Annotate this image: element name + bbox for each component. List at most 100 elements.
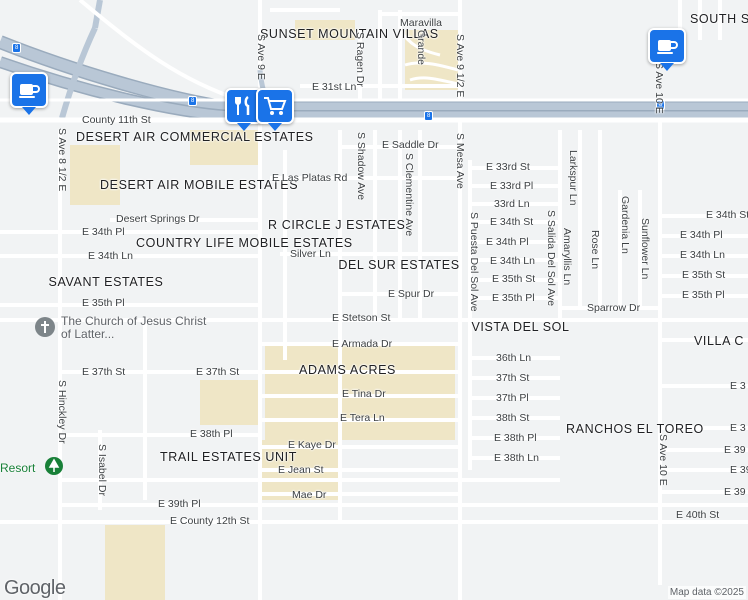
street-label-e-spur-dr: E Spur Dr [388, 288, 435, 300]
street-label-s-isabel-dr: S Isabel Dr [96, 444, 108, 496]
street-label-36th-ln: 36th Ln [496, 352, 532, 364]
interstate-8-shield: 8 [12, 43, 22, 53]
street-label-e-35th-pl-east: E 35th Pl [682, 289, 725, 301]
street-label-s-ave-8-12-e: S Ave 8 1/2 E [56, 128, 68, 192]
street-label-desert-springs-dr: Desert Springs Dr [116, 213, 200, 225]
street-label-e-jean-st: E Jean St [278, 464, 324, 476]
street-label-e-stetson-st: E Stetson St [332, 312, 391, 324]
neighborhood-sunset-mountain-villas: SUNSET MOUNTAIN VILLAS [260, 27, 439, 41]
neighborhood-trail-estates: TRAIL ESTATES UNIT [160, 450, 297, 464]
street-label-e-34th-st: E 34th St [490, 216, 534, 228]
neighborhood-desert-air-mobile: DESERT AIR MOBILE ESTATES [100, 178, 299, 192]
street-label-e-3-east-a: E 3 [730, 380, 746, 392]
street-label-38th-st: 38th St [496, 412, 530, 424]
street-label-maravilla: Maravilla [400, 17, 443, 29]
street-label-e-34th-st-east: E 34th St [706, 209, 748, 221]
interstate-8-road [0, 0, 748, 123]
street-label-s-hinckley-dr: S Hinckley Dr [56, 380, 68, 444]
street-label-s-puesta-del-sol: S Puesta Del Sol Ave [468, 212, 480, 312]
street-label-e-38th-pl-west: E 38th Pl [190, 428, 233, 440]
street-label-e-armada-dr: E Armada Dr [332, 338, 393, 350]
neighborhood-ranchos: RANCHOS EL TOREO [566, 422, 704, 436]
neighborhood-del-sur: DEL SUR ESTATES [338, 258, 460, 272]
street-label-e-33rd-st: E 33rd St [486, 161, 530, 173]
church-icon[interactable] [34, 316, 56, 338]
neighborhood-villa: VILLA C [694, 334, 745, 348]
curvy-roads [398, 29, 459, 86]
interstate-8-shield: 8 [424, 111, 434, 121]
street-label-e-34th-pl-east: E 34th Pl [680, 229, 723, 241]
street-label-rose-ln: Rose Ln [589, 230, 601, 270]
street-label-e-35th-st-east: E 35th St [682, 269, 726, 281]
street-label-e-38th-pl: E 38th Pl [494, 432, 537, 444]
street-label-s-shadow-ave: S Shadow Ave [355, 132, 367, 201]
street-label-sparrow-dr: Sparrow Dr [587, 302, 641, 314]
street-label-s-ave-9-e: S Ave 9 E [255, 34, 267, 80]
street-label-larkspur-ln: Larkspur Ln [567, 150, 579, 206]
street-label-e-3-east-b: E 3 [730, 422, 746, 434]
street-label-s-mesa-ave: S Mesa Ave [454, 133, 466, 189]
street-label-sunflower-ln: Sunflower Ln [639, 218, 651, 280]
street-label-s-salida-del-sol: S Salida Del Sol Ave [545, 210, 557, 307]
street-label-e-39-east-c: E 39 [724, 486, 746, 498]
street-label-e-35th-st: E 35th St [492, 273, 536, 285]
street-label-e-39-east-b: E 39 [730, 464, 748, 476]
street-label-gardenia-ln: Gardenia Ln [619, 196, 631, 254]
neighborhood-desert-air-commercial: DESERT AIR COMMERCIAL ESTATES [76, 130, 314, 144]
shopping-poi-marker[interactable] [256, 88, 294, 131]
street-label-e-34th-ln-east: E 34th Ln [680, 249, 725, 261]
street-label-e-tina-dr: E Tina Dr [342, 388, 386, 400]
street-label-e-39th-pl: E 39th Pl [158, 498, 201, 510]
neighborhood-country-life: COUNTRY LIFE MOBILE ESTATES [136, 236, 353, 250]
poi-label-church[interactable]: The Church of Jesus Christ of Latter... [61, 314, 207, 342]
street-label-s-ave-10-e: S Ave 10 E [657, 434, 669, 486]
street-label-e-34th-ln-west: E 34th Ln [88, 250, 133, 262]
interstate-8-shield: 8 [656, 100, 666, 110]
street-label-e-33rd-pl: E 33rd Pl [490, 180, 534, 192]
street-label-e-31st-ln: E 31st Ln [312, 81, 357, 93]
street-label-e-39-east-a: E 39 [724, 444, 746, 456]
interstate-8-shield: 8 [188, 96, 198, 106]
neighborhood-adams-acres: ADAMS ACRES [299, 363, 396, 377]
street-label-33rd-ln: 33rd Ln [494, 198, 530, 210]
fork-knife-icon [235, 95, 250, 115]
neighborhood-savant: SAVANT ESTATES [48, 275, 164, 289]
neighborhood-r-circle-j: R CIRCLE J ESTATES [268, 218, 406, 232]
street-label-s-ave-9-12-e: S Ave 9 1/2 E [454, 34, 466, 98]
map-attribution[interactable]: Map data ©2025 [667, 586, 746, 599]
street-label-37th-st: 37th St [496, 372, 530, 384]
street-label-37th-pl: 37th Pl [496, 392, 529, 404]
street-label-e-kaye-dr: E Kaye Dr [288, 439, 336, 451]
street-label-e-tera-ln: E Tera Ln [340, 412, 385, 424]
street-label-e-county-12th-st: E County 12th St [170, 515, 250, 527]
street-label-e-las-platas-rd: E Las Platas Rd [272, 172, 348, 184]
shopping-cart-icon [264, 97, 287, 115]
street-label-grande: Grande [415, 30, 427, 66]
coffee-cup-icon [19, 84, 40, 98]
tree-park-icon[interactable] [44, 456, 64, 476]
coffee-poi-marker[interactable] [648, 28, 686, 71]
street-label-e-34th-pl: E 34th Pl [486, 236, 529, 248]
coffee-poi-marker[interactable] [10, 72, 48, 115]
street-label-e-35th-pl-west: E 35th Pl [82, 297, 125, 309]
coffee-cup-icon [657, 40, 678, 54]
street-label-s-clementine-ave: S Clementine Ave [403, 153, 415, 237]
street-label-amaryllis-ln: Amaryllis Ln [561, 228, 573, 286]
google-logo[interactable]: Google [4, 577, 66, 599]
poi-label-resort[interactable]: Resort [0, 461, 36, 475]
street-label-e-37th-st: E 37th St [196, 366, 240, 378]
street-label-e-34th-pl-west: E 34th Pl [82, 226, 125, 238]
street-label-e-saddle-dr: E Saddle Dr [382, 139, 439, 151]
street-label-e-35th-pl: E 35th Pl [492, 292, 535, 304]
street-label-county-11th-st: County 11th St [82, 114, 151, 126]
neighborhood-south-sands: SOUTH SANDS M [690, 12, 748, 26]
street-label-e-37th-st-west: E 37th St [82, 366, 126, 378]
street-label-e-38th-ln: E 38th Ln [494, 452, 539, 464]
neighborhood-vista-del-sol: VISTA DEL SOL [471, 320, 570, 334]
street-label-e-40th-st: E 40th St [676, 509, 720, 521]
street-label-e-34th-ln: E 34th Ln [490, 255, 535, 267]
street-label-mae-dr: Mae Dr [292, 489, 327, 501]
